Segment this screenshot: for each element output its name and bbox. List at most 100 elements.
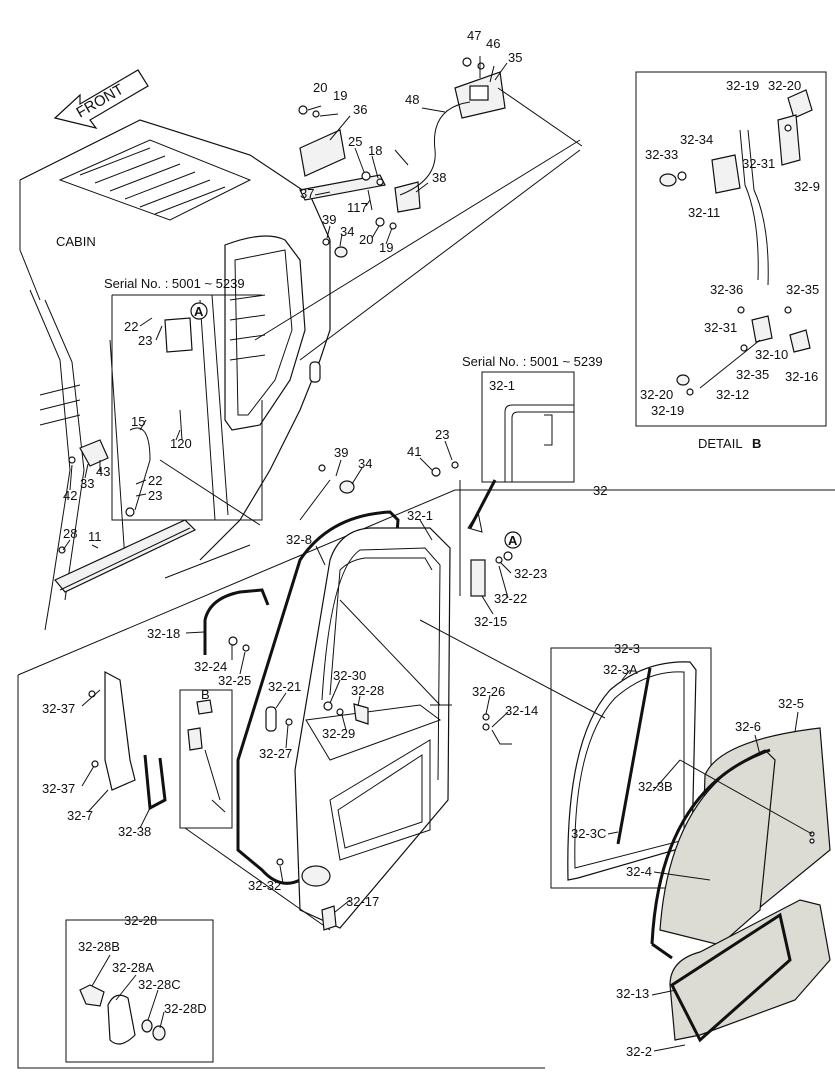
part-label: 32-25 [218,673,251,688]
part-label: 23 [138,333,152,348]
part-label: 32-20 [640,387,673,402]
detail-b-word: DETAIL [698,436,743,451]
part-label: 33 [80,476,94,491]
part-label: 32-15 [474,614,507,629]
glass-panes [650,727,831,1043]
part-label: 11 [88,529,102,544]
part-label: 32-37 [42,701,75,716]
group-32-3-label: 32-3 [614,641,640,656]
part-label: 32-10 [755,347,788,362]
part-label: 32-26 [472,684,505,699]
door-panel [294,527,451,929]
part-label: 19 [379,240,393,255]
part-label: 46 [486,36,500,51]
front-arrow: FRONT [53,69,149,129]
part-label: 38 [432,170,446,185]
part-label: 32-8 [286,532,312,547]
part-label: 32-2 [626,1044,652,1059]
cabin-label: CABIN [56,234,96,249]
part-label: 32-12 [716,387,749,402]
part-label: 32-32 [248,878,281,893]
door-stay [88,671,167,811]
part-label: 120 [170,436,192,451]
part-label: 32-28 [351,683,384,698]
part-label: 32-19 [726,78,759,93]
part-label: 32-17 [346,894,379,909]
part-label: 32-35 [736,367,769,382]
part-label: 32-31 [742,156,775,171]
marker-a-right: A [508,533,518,548]
door-hinge: A [470,531,522,597]
part-label: 32-3B [638,779,673,794]
part-label: 32-5 [778,696,804,711]
part-label: 32-20 [768,78,801,93]
part-label: 32-28D [164,1001,207,1016]
part-label: 32-33 [645,147,678,162]
part-label: 32-1 [407,508,433,523]
part-label: 20 [313,80,327,95]
part-label: 39 [322,212,336,227]
detail-b-box: B [179,687,331,931]
part-label: 32-13 [616,986,649,1001]
part-label: 35 [508,50,522,65]
serial-box-right: Serial No. : 5001 ~ 5239 [462,354,603,533]
slide-window-box: 32-3 [550,641,712,889]
part-label: 22 [148,473,162,488]
box-b-letter: B [201,687,210,702]
bracket-32-17 [276,858,337,931]
hinge-parts-left [58,439,459,554]
part-label: 32-30 [333,668,366,683]
part-label: 32-1 [489,378,515,393]
part-label: 32-37 [42,781,75,796]
part-label: 18 [368,143,382,158]
part-label: 22 [124,319,138,334]
detail-b-letter: B [752,436,761,451]
detail-b-panel: DETAIL B [635,71,827,451]
part-label: 42 [63,488,77,503]
part-label: 32-24 [194,659,227,674]
part-label: 32-4 [626,864,652,879]
part-label: 32-36 [710,282,743,297]
latch-bracket-assembly [298,57,506,258]
part-label: 19 [333,88,347,103]
knob-detail-box: 32-28 [65,913,214,1063]
part-label: 32-6 [735,719,761,734]
part-label: 32-23 [514,566,547,581]
part-label: 32-9 [794,179,820,194]
part-label: 20 [359,232,373,247]
serial-left-text: Serial No. : 5001 ~ 5239 [104,276,245,291]
part-label: 23 [148,488,162,503]
part-label: 32-31 [704,320,737,335]
part-label: 32-19 [651,403,684,418]
part-labels: 47 46 35 48 20 19 36 25 18 37 117 38 39 … [42,28,820,1059]
door-handle [203,588,270,655]
part-label: 32-38 [118,824,151,839]
part-label: 32-34 [680,132,713,147]
part-label: 39 [334,445,348,460]
part-label: 32-18 [147,626,180,641]
part-label: 32-27 [259,746,292,761]
group-32-label: 32 [593,483,607,498]
part-label: 41 [407,444,421,459]
serial-box-left: Serial No. : 5001 ~ 5239 A [104,276,263,521]
part-label: 32-3C [571,826,606,841]
part-label: 32-28B [78,939,120,954]
part-label: 32-7 [67,808,93,823]
serial-right-text: Serial No. : 5001 ~ 5239 [462,354,603,369]
part-label: 43 [96,464,110,479]
group-32-28-label: 32-28 [124,913,157,928]
leader-lines [62,56,813,1052]
part-label: 34 [340,224,354,239]
part-label: 117 [347,200,368,215]
cabin-body: CABIN [19,119,331,631]
door-lock-bits [265,701,512,745]
part-label: 32-16 [785,369,818,384]
part-label: 32-11 [688,205,720,220]
part-label: 32-3A [603,662,638,677]
part-label: 32-29 [322,726,355,741]
part-label: 25 [348,134,362,149]
part-label: 32-35 [786,282,819,297]
part-label: 47 [467,28,481,43]
part-label: 48 [405,92,419,107]
